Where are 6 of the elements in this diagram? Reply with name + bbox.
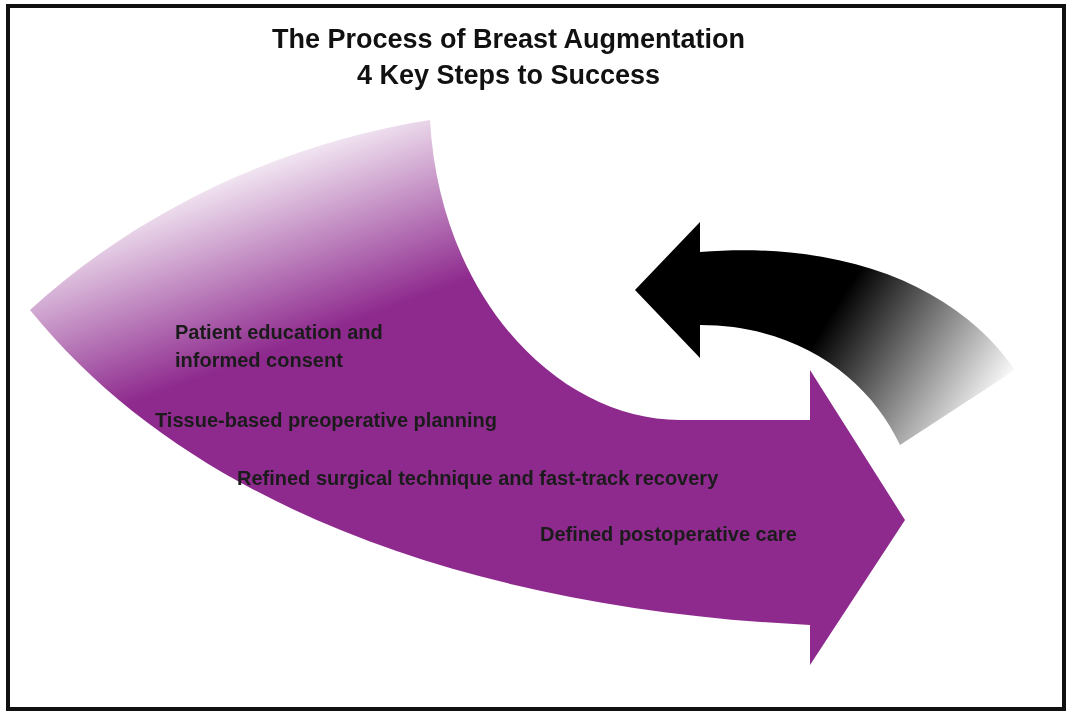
subtitle: 4 Key Steps to Success: [355, 60, 662, 91]
step-text: Defined postoperative care: [540, 522, 798, 547]
step-text: Tissue-based preoperative planning: [155, 408, 498, 433]
step-text: Patient education and informed consent: [175, 320, 384, 373]
step-text: Refined surgical technique and fast-track recovery: [237, 466, 720, 491]
title: The Process of Breast Augmentation: [270, 24, 747, 55]
